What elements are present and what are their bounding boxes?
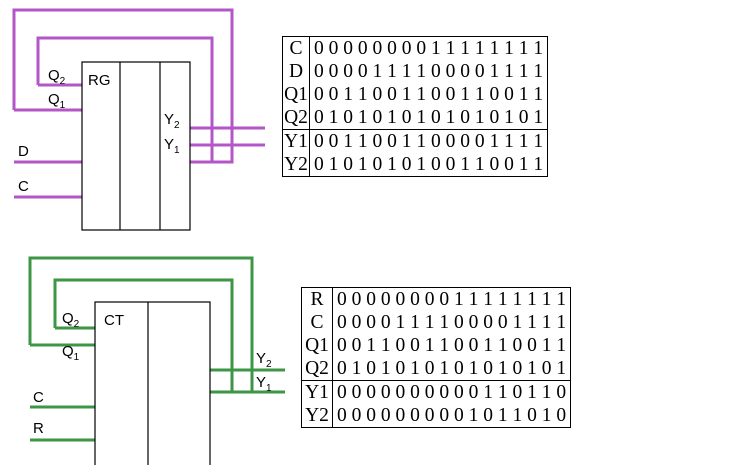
row-bit-values: 0 0 0 0 0 0 0 0 1 1 1 1 1 1 1 1 — [314, 38, 544, 59]
row-bit-values: 0 0 1 1 0 0 1 1 0 0 1 1 0 0 1 1 — [337, 335, 567, 356]
rg-block-outline — [81, 61, 191, 231]
register-wires — [12, 8, 265, 199]
row-bit-values: 0 1 0 1 0 1 0 1 0 1 0 1 0 1 0 1 — [314, 107, 544, 128]
row-signal-label: Y1 — [301, 380, 333, 404]
ct-c-label: C — [33, 389, 44, 406]
row-signal-label: R — [301, 287, 333, 311]
row-signal-label: Y2 — [301, 404, 333, 428]
ct-q2-label: Q2 — [62, 310, 80, 330]
counter-circuit: CT Q2 Q1 C R Y2 Y1 — [28, 256, 285, 465]
register-circuit: RG Q2 Q1 D C Y2 Y1 — [12, 8, 265, 231]
row-signal-label: Q2 — [301, 357, 333, 381]
rg-y2-label: Y2 — [164, 111, 180, 131]
ct-y1-label: Y1 — [256, 374, 272, 394]
ct-feedback-inner-wire — [53, 278, 234, 392]
row-signal-label: Q2 — [282, 106, 310, 130]
row-signal-label: C — [301, 311, 333, 334]
row-bit-values: 0 0 0 0 0 0 0 0 0 1 0 1 1 0 1 0 — [337, 405, 567, 426]
row-signal-label: Q1 — [282, 83, 310, 106]
register-block — [81, 61, 191, 231]
row-bit-values: 0 0 0 0 0 0 0 0 0 0 1 1 0 1 1 0 — [332, 380, 571, 404]
ct-q1-label: Q1 — [62, 343, 80, 363]
counter-wires — [28, 256, 285, 442]
rg-q1-label: Q1 — [48, 91, 66, 111]
row-signal-label: Y1 — [282, 129, 310, 153]
rg-q2-label: Q2 — [48, 67, 66, 87]
row-signal-label: Y2 — [282, 153, 310, 177]
row-bit-values: 0 0 1 1 0 0 1 1 0 0 1 1 0 0 1 1 — [314, 84, 544, 105]
ct-block-label: CT — [104, 312, 124, 329]
row-signal-label: C — [282, 36, 310, 60]
rg-d-label: D — [18, 143, 29, 160]
rg-c-label: C — [18, 178, 29, 195]
ct-y2-label: Y2 — [256, 350, 272, 370]
rg-block-label: RG — [88, 72, 111, 89]
row-bit-values: 0 0 0 0 1 1 1 1 0 0 0 0 1 1 1 1 — [314, 61, 544, 82]
ct-block-outline — [94, 301, 211, 465]
row-bit-values: 0 1 0 1 0 1 0 1 0 0 1 1 0 0 1 1 — [314, 154, 544, 175]
rg-feedback-outer-wire — [12, 8, 234, 164]
counter-block — [94, 301, 211, 465]
rg-feedback-inner-wire — [36, 36, 214, 162]
row-signal-label: D — [282, 60, 310, 83]
ct-r-label: R — [33, 420, 44, 437]
row-bit-values: 0 0 1 1 0 0 1 1 0 0 0 0 1 1 1 1 — [309, 129, 548, 153]
row-bit-values: 0 0 0 0 0 0 0 0 1 1 1 1 1 1 1 1 — [337, 289, 567, 310]
row-bit-values: 0 0 0 0 1 1 1 1 0 0 0 0 1 1 1 1 — [337, 312, 567, 333]
rg-y1-label: Y1 — [164, 136, 180, 156]
row-bit-values: 0 1 0 1 0 1 0 1 0 1 0 1 0 1 0 1 — [337, 358, 567, 379]
row-signal-label: Q1 — [301, 334, 333, 357]
